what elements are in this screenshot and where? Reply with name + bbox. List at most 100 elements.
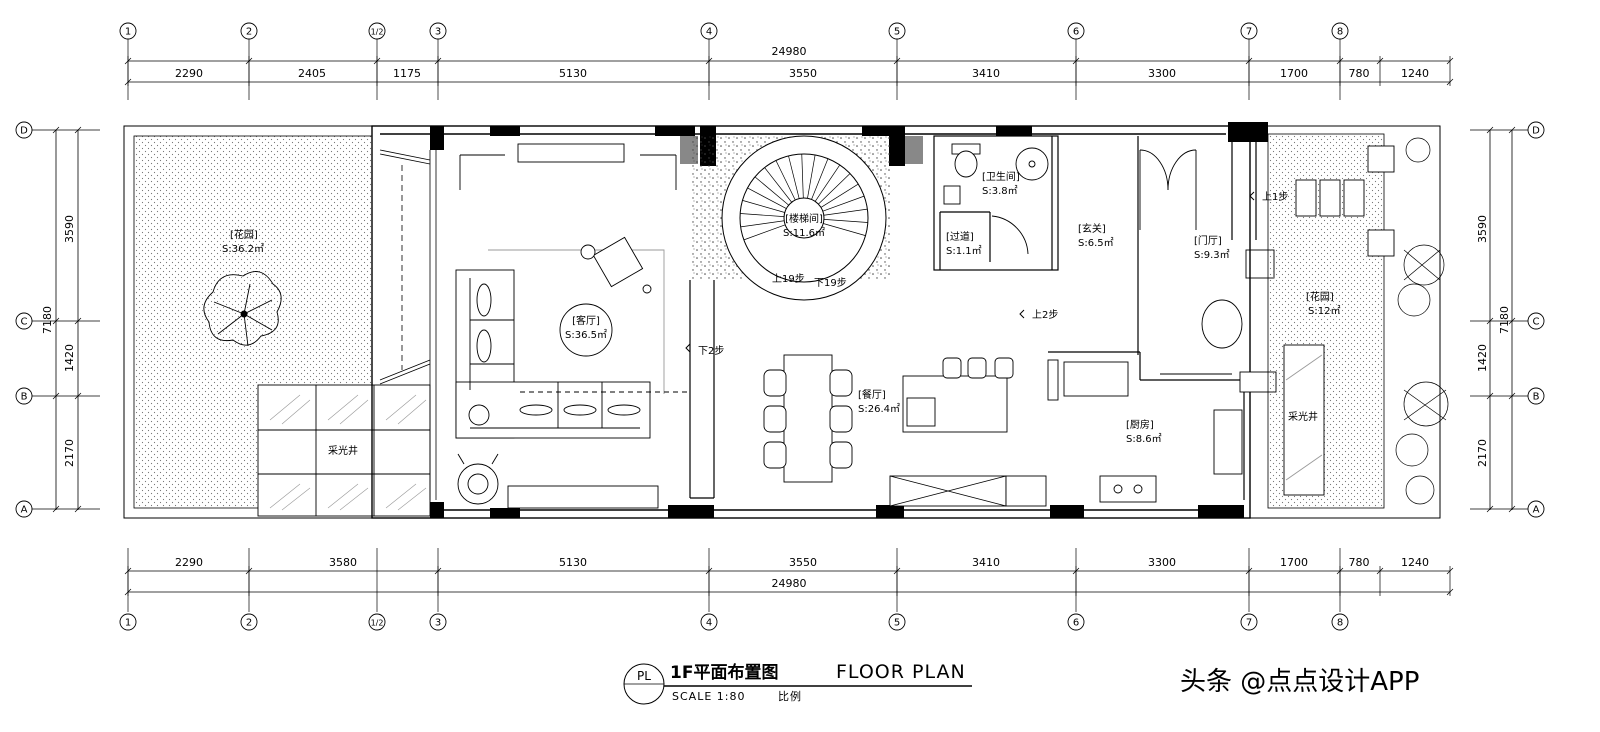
bottom-dim: 780 — [1349, 556, 1370, 569]
stair-tread — [743, 224, 786, 241]
grid-axis-top-bubble — [1240, 22, 1258, 40]
room-name: [过道] — [946, 230, 974, 243]
grid-axis-right-bubble — [1527, 312, 1545, 330]
grid-axis-top-label: 7 — [1246, 27, 1252, 38]
bottom-dim: 5130 — [559, 556, 587, 569]
grid-axis-bottom-label: 6 — [1073, 618, 1079, 629]
grid-axis-bottom-bubble — [368, 613, 386, 631]
top-dim: 1700 — [1280, 67, 1308, 80]
room-name: [门厅] — [1194, 234, 1222, 247]
grid-axis-bottom-label: 7 — [1246, 618, 1252, 629]
grid-axis-top-bubble — [240, 22, 258, 40]
top-dimensions: 24980 2290 2405 1175 5130 3550 3410 3300… — [175, 45, 1429, 80]
grid-axis-top-bubble — [888, 22, 906, 40]
room-name: [楼梯间] — [785, 212, 823, 225]
stair-tread — [807, 154, 816, 199]
level-arrows — [685, 191, 1255, 353]
room-name: [餐厅] — [858, 388, 886, 401]
light-well-hatch — [269, 394, 427, 511]
grid-axis-bottom-bubble — [240, 613, 258, 631]
tree-symbol — [203, 271, 282, 347]
grid-axis-left-label: B — [21, 392, 28, 403]
room-name: 采光井 — [328, 444, 358, 457]
grid-axis-top-bubble — [1067, 22, 1085, 40]
right-total-dim: 7180 — [1498, 306, 1511, 334]
left-dim: 2170 — [63, 439, 76, 467]
bottom-dim: 1240 — [1401, 556, 1429, 569]
grid-axis-top-bubble — [368, 22, 386, 40]
left-dim: 3590 — [63, 215, 76, 243]
kitchen-fixtures — [889, 359, 1243, 507]
grid-axis-top-label: 1 — [125, 27, 131, 38]
stair-tread — [740, 220, 785, 228]
title-badge-text: PL — [637, 669, 651, 683]
grid-axis-top-label: 1/2 — [371, 28, 384, 37]
room-area: S:3.8㎡ — [982, 185, 1018, 197]
right-light-well — [1283, 344, 1325, 496]
spiral-stair — [721, 135, 887, 301]
bottom-dim: 3580 — [329, 556, 357, 569]
room-name: [卫生间] — [982, 170, 1020, 183]
stair-tread — [814, 164, 841, 202]
top-dim: 780 — [1349, 67, 1370, 80]
grid-axis-left-bubble — [15, 500, 33, 518]
shrub-planting — [1395, 137, 1449, 505]
grid-axis-right-bubble — [1527, 387, 1545, 405]
step-note: 下19步 — [814, 277, 847, 289]
room-area: S:12㎡ — [1308, 305, 1340, 317]
room-labels: [花园] S:36.2㎡ 采光井 [客厅] S:36.5㎡ [楼梯间] S:11… — [222, 170, 1340, 457]
stair-tread — [822, 195, 865, 212]
bottom-dimensions: 2290 3580 5130 3550 3410 3300 1700 780 1… — [175, 556, 1429, 590]
grid-axis-left-label: A — [21, 505, 28, 516]
watermark: 头条 @点点设计APP — [1180, 667, 1419, 697]
step-note: 下2步 — [698, 345, 724, 357]
right-dim: 2170 — [1476, 439, 1489, 467]
room-area: S:6.5㎡ — [1078, 237, 1114, 249]
grid-axis-left-bubble — [15, 312, 33, 330]
room-area: S:36.2㎡ — [222, 243, 264, 255]
top-dim: 5130 — [559, 67, 587, 80]
grid-axis-bottom-label: 4 — [706, 618, 712, 629]
grid-axis-right-label: D — [1532, 126, 1540, 137]
exterior-walls — [371, 125, 1251, 519]
stair-tread — [742, 200, 785, 213]
bottom-dim: 2290 — [175, 556, 203, 569]
stair-tread — [823, 208, 868, 216]
grid-axis-bottom-label: 5 — [894, 618, 900, 629]
top-dim: 2405 — [298, 67, 326, 80]
right-dim: 1420 — [1476, 344, 1489, 372]
left-total-dim: 7180 — [41, 306, 54, 334]
room-name: 采光井 — [1288, 410, 1318, 423]
dim-tick — [1446, 78, 1454, 86]
grid-axis-left-label: C — [21, 317, 28, 328]
dimension-lines — [55, 60, 1513, 593]
room-name: [厨房] — [1126, 418, 1154, 431]
bottom-dim: 3410 — [972, 556, 1000, 569]
top-dim: 1240 — [1401, 67, 1429, 80]
title-block: PL 1F平面布置图 FLOOR PLAN SCALE 1:80 比例 — [623, 661, 972, 705]
stair-treads — [740, 154, 868, 241]
step-note: 上2步 — [1032, 309, 1058, 321]
grid-axis-bottom-bubble — [429, 613, 447, 631]
entry-steps — [1295, 145, 1395, 257]
drawing-title: 1F平面布置图 — [670, 662, 778, 683]
grid-axis-right-bubble — [1527, 500, 1545, 518]
top-dim: 3410 — [972, 67, 1000, 80]
dim-tick — [1446, 588, 1454, 596]
grid-axis-bottom-bubble — [1067, 613, 1085, 631]
grid-axis-top-label: 4 — [706, 27, 712, 38]
drawing-scale: SCALE 1:80 — [672, 690, 745, 703]
living-window-wall — [379, 149, 437, 500]
room-area: S:9.3㎡ — [1194, 249, 1230, 261]
bathroom-fixtures — [943, 143, 1049, 255]
room-area: S:11.6㎡ — [783, 227, 825, 239]
step-note: 上19步 — [772, 273, 805, 285]
top-dim: 2290 — [175, 67, 203, 80]
grid-axis-top-bubble — [119, 22, 137, 40]
grid-axis-top-label: 3 — [435, 27, 441, 38]
grid-axis-bottom-label: 1/2 — [371, 619, 384, 628]
grid-axis-bottom-bubble — [888, 613, 906, 631]
stair-tread — [818, 173, 851, 205]
